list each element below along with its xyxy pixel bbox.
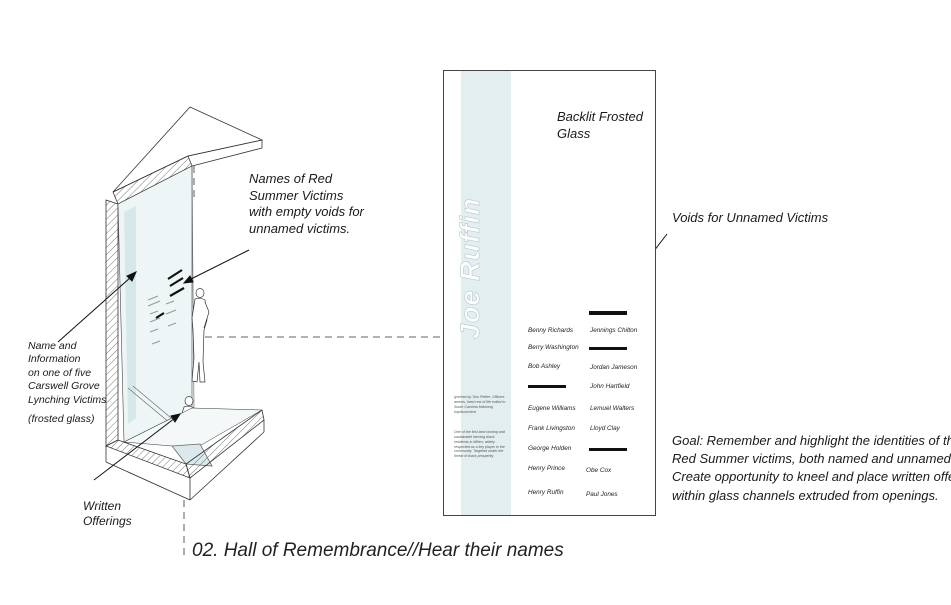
annotation-line: on one of five	[28, 366, 92, 379]
void-bar	[528, 385, 566, 388]
void-bar	[589, 311, 627, 315]
void-bar	[589, 347, 627, 350]
frosted-glass-panel: Joe Ruffin lynched by Tom Peltier. Offic…	[443, 70, 656, 516]
annotation-frosted-glass-note: (frosted glass)	[28, 413, 95, 426]
annotation-names-red-summer: Names of Red Summer Victims with empty v…	[249, 171, 364, 236]
victim-name: Jennings Chilton	[590, 327, 638, 334]
victim-name: John Hartfield	[590, 383, 630, 390]
annotation-line: Goal: Remember and highlight the identit…	[672, 433, 951, 448]
back-glass-wall	[117, 165, 195, 443]
annotation-line: within glass channels extruded from open…	[672, 487, 939, 503]
annotation-line: Written	[83, 499, 122, 513]
victim-name: Henry Ruffin	[528, 489, 564, 496]
victim-name: George Holden	[528, 445, 572, 452]
victim-fine-print-2: One of the first land owning and sustain…	[454, 430, 505, 459]
victim-name: Eugene Williams	[528, 405, 576, 412]
annotation-voids: Voids for Unnamed Victims	[672, 210, 829, 225]
void-bar	[589, 448, 627, 451]
victim-name: Jordan Jameson	[590, 364, 638, 371]
annotation-backlit-glass: Backlit Frosted Glass	[557, 109, 643, 142]
frosted-glass-strip	[461, 71, 511, 515]
victim-name: Benny Richards	[528, 327, 574, 334]
victim-fine-print-1: lynched by Tom Peltier. Officers arrests…	[454, 395, 506, 414]
page-title: 02. Hall of Remembrance//Hear their name…	[192, 540, 564, 561]
name-texture	[147, 295, 177, 345]
standing-figure	[191, 288, 210, 383]
victim-name: Bob Ashley	[528, 363, 561, 370]
void-marks	[155, 269, 185, 319]
victim-name: Henry Prince	[528, 465, 565, 472]
annotation-line: Lynching Victims	[28, 393, 107, 406]
annotation-written-offerings: Written Offerings	[83, 499, 132, 530]
annotation-line: Red Summer victims, both named and unnam…	[672, 451, 951, 467]
annotation-line: Name and	[28, 340, 77, 352]
annotation-line: Carswell Grove	[28, 380, 100, 393]
victim-name: Frank Livingston	[528, 425, 575, 432]
section-guides	[183, 166, 443, 560]
annotation-goal: Goal: Remember and highlight the identit…	[672, 432, 951, 505]
floor-trough	[105, 407, 265, 501]
annotation-name-information: Name and Information on one of five Cars…	[28, 340, 108, 427]
victim-name: Berry Washington	[528, 344, 579, 351]
annotation-line: Information	[28, 353, 81, 366]
roof-prism	[112, 106, 264, 205]
vertical-victim-name: Joe Ruffin	[455, 197, 486, 339]
annotation-line: Backlit Frosted	[557, 109, 643, 124]
victim-name: Obe Cox	[586, 467, 612, 474]
victim-name: Paul Jones	[586, 491, 618, 498]
annotation-line: Glass	[557, 125, 591, 141]
annotation-line: Offerings	[83, 514, 132, 529]
victim-name: Lemuel Walters	[590, 405, 635, 412]
annotation-line: Create opportunity to kneel and place wr…	[672, 469, 951, 485]
victim-name: Lloyd Clay	[590, 425, 620, 432]
